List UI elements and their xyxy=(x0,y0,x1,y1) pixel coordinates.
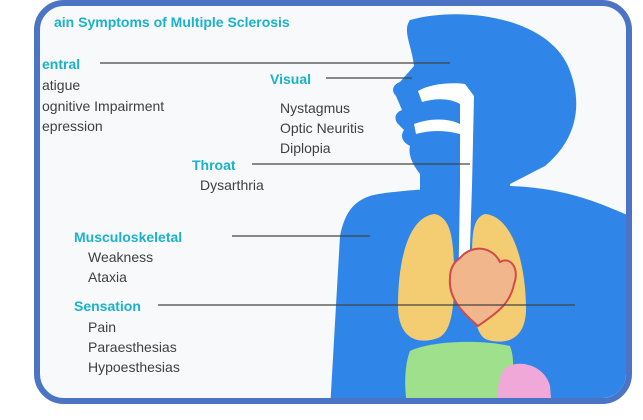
head-silhouette xyxy=(393,14,576,201)
symptom-item: Hypoesthesias xyxy=(88,359,180,375)
symptom-item: Weakness xyxy=(88,249,153,265)
category-throat: Throat xyxy=(192,157,236,173)
category-musculoskeletal: Musculoskeletal xyxy=(74,229,182,245)
diagram-title: ain Symptoms of Multiple Sclerosis xyxy=(54,14,290,30)
symptom-item: Dysarthria xyxy=(200,177,264,193)
symptom-item: atigue xyxy=(42,77,80,93)
symptom-item: Optic Neuritis xyxy=(280,120,364,136)
symptom-item: Paraesthesias xyxy=(88,339,177,355)
diagram-frame: ain Symptoms of Multiple Sclerosis entra… xyxy=(34,0,632,404)
symptom-item: epression xyxy=(42,118,103,134)
symptom-item: ognitive Impairment xyxy=(42,98,164,114)
category-sensation: Sensation xyxy=(74,298,141,314)
category-central: entral xyxy=(42,56,80,72)
symptom-item: Pain xyxy=(88,319,116,335)
symptom-item: Nystagmus xyxy=(280,100,350,116)
liver xyxy=(405,342,513,404)
category-visual: Visual xyxy=(270,71,311,87)
symptom-item: Ataxia xyxy=(88,269,127,285)
symptom-item: Diplopia xyxy=(280,140,331,156)
